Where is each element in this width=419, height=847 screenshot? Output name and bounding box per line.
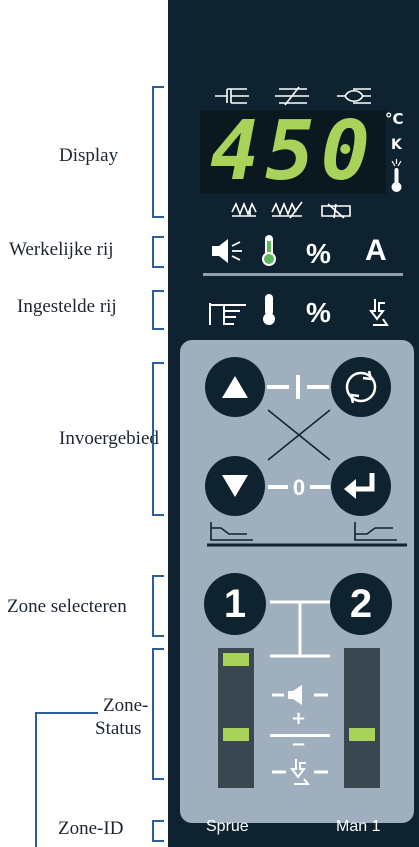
zone-speaker-icon: [272, 685, 328, 705]
callout-zone-status-2: Status: [95, 718, 142, 739]
thermometer-set-icon: [263, 294, 275, 325]
cross-lines: [267, 409, 331, 461]
thermometer-flash-icon: [391, 159, 402, 192]
display-top-symbols: [215, 86, 371, 106]
hand-pointer-icon: [209, 303, 246, 325]
separator-off: 0: [268, 475, 330, 500]
callout-actual-row: Werkelijke rij: [9, 239, 114, 260]
seven-segment-display: 450: [200, 104, 386, 199]
svg-text:0: 0: [293, 475, 305, 500]
row-divider: [203, 273, 403, 276]
speaker-icon: [212, 239, 242, 263]
callout-zone-status-1: Zone-: [103, 695, 149, 716]
zone-1-led-top: [223, 653, 249, 666]
cycle-icon: [345, 370, 377, 404]
zone-2-led-mid: [349, 728, 375, 741]
plus-sign: +: [291, 708, 307, 729]
thermometer-green-icon: [262, 235, 276, 266]
bracket-zone-id: [152, 820, 164, 842]
bracket-set-row: [152, 290, 164, 330]
enter-icon: [344, 473, 375, 499]
display-value: 450: [209, 104, 377, 199]
callout-zone-id: Zone-ID: [58, 818, 124, 839]
arrow-down-icon: [222, 475, 248, 497]
zone-status-leader-line: [35, 712, 98, 847]
zone-1-led-mid: [223, 728, 249, 741]
zone-1-id: Sprue: [206, 818, 249, 835]
zone-link-bar: [270, 600, 330, 658]
up-button[interactable]: [205, 357, 265, 417]
actual-amp-label: A: [365, 234, 387, 267]
bracket-actual-row: [152, 236, 164, 268]
callout-input-area: Invoergebied: [59, 428, 159, 449]
callout-display: Display: [59, 145, 119, 166]
zone-1-status-strip: [218, 648, 254, 788]
bracket-display: [152, 86, 164, 218]
zone-2-button[interactable]: 2: [330, 573, 392, 635]
callout-set-row: Ingestelde rij: [17, 296, 117, 317]
unit-celsius: °C: [385, 110, 404, 128]
zone-1-button[interactable]: 1: [204, 573, 266, 635]
set-percent-label: %: [306, 297, 331, 328]
bracket-input-area: [152, 362, 164, 516]
unit-kelvin: K: [391, 137, 402, 153]
bracket-zone-select: [152, 575, 164, 637]
arrow-up-icon: [222, 376, 248, 398]
boost-icon: [369, 299, 389, 326]
display-bottom-symbols: [231, 201, 351, 219]
plus-minus-divider: [270, 734, 330, 737]
minus-sign: −: [291, 734, 307, 755]
zone-2-id: Man 1: [336, 818, 381, 835]
enter-button[interactable]: [331, 456, 391, 516]
ramp-icons: [207, 522, 407, 547]
actual-percent-label: %: [306, 238, 331, 269]
zone-2-status-strip: [344, 648, 380, 788]
separator-on: [267, 375, 329, 399]
bracket-zone-status: [152, 648, 164, 780]
zone-boost-icon: [272, 759, 328, 785]
cycle-button[interactable]: [331, 357, 391, 417]
down-button[interactable]: [205, 456, 265, 516]
callout-zone-select: Zone selecteren: [7, 596, 127, 617]
